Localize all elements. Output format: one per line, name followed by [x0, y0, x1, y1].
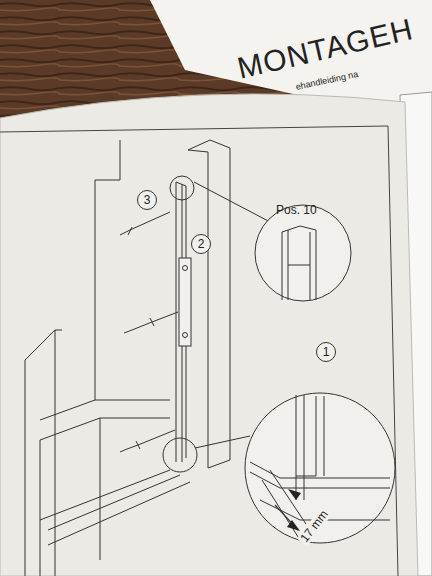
part-label: Pos. 10 [276, 204, 317, 217]
cover-title: MONTAGEH [234, 12, 416, 84]
frame [0, 126, 398, 576]
callout-text: 2 [198, 238, 205, 250]
dimension-arrow [287, 520, 300, 531]
manual-page [0, 94, 418, 576]
cover-subtitle: ehandleiding na [295, 70, 359, 93]
callout-number: 1 [316, 342, 336, 362]
callout-number: 3 [137, 190, 157, 210]
dimension-arrow [288, 489, 301, 500]
callout-text: 1 [323, 346, 330, 358]
callout-number: 2 [191, 234, 211, 254]
callout-text: 3 [144, 194, 151, 206]
dimension-label: 17 mm [297, 506, 332, 546]
shower-scene [25, 140, 395, 576]
